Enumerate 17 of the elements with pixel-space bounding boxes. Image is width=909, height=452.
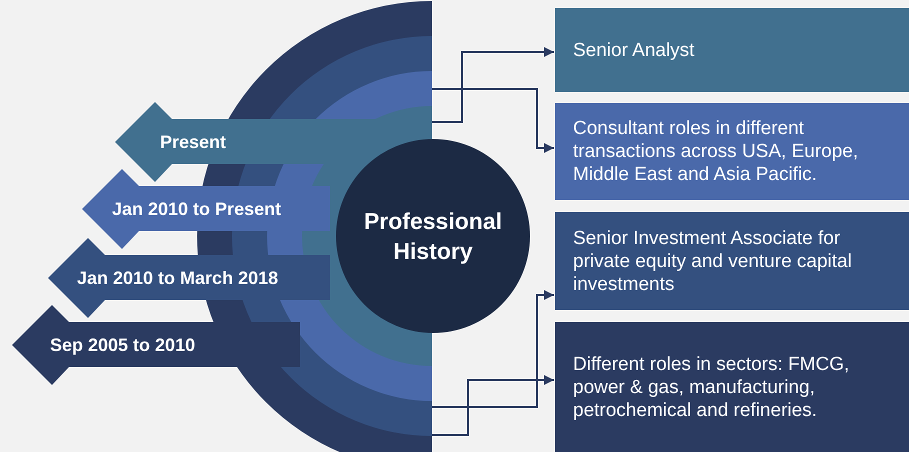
title-text: Professional History xyxy=(362,207,504,266)
panel-text: Consultant roles in different transactions across USA, Europe, Middle East and Asia Pacific. xyxy=(573,117,860,186)
text-panel xyxy=(555,322,909,452)
date-label: Present xyxy=(160,131,226,153)
panel-text: Senior Investment Associate for private equity and venture capital investments xyxy=(573,226,853,296)
connector-arrow xyxy=(432,375,554,436)
text-panel xyxy=(555,103,909,200)
date-label: Jan 2010 to Present xyxy=(112,198,282,220)
date-label: Jan 2010 to March 2018 xyxy=(77,267,278,289)
panel-text: Senior Analyst xyxy=(573,38,694,62)
connector-arrow xyxy=(432,88,554,153)
text-panel xyxy=(555,8,909,92)
connector-arrow xyxy=(432,47,554,123)
panel-text: Different roles in sectors: FMCG, power & gas, manufacturing, petrochemical and refineries. xyxy=(573,352,850,422)
connector-arrow xyxy=(432,290,554,408)
date-label: Sep 2005 to 2010 xyxy=(50,334,196,356)
text-panel xyxy=(555,212,909,310)
